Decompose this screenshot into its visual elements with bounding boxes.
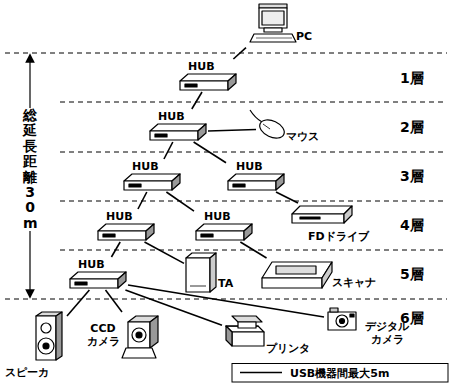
hub-icon	[228, 174, 284, 190]
usb-cable	[240, 242, 266, 258]
fd-drive-icon	[292, 206, 352, 223]
layer-label: 2層	[400, 119, 424, 137]
usb-cable	[194, 142, 226, 163]
usb-cable	[145, 242, 185, 263]
node-label: CCD カメラ	[86, 322, 120, 348]
total-length-label: 総延長距離30m	[23, 108, 37, 231]
usb-cable	[111, 242, 120, 257]
hub-icon	[98, 224, 154, 240]
node-label: HUB	[204, 210, 231, 223]
device-node: スキャナ	[260, 258, 380, 294]
hub-node: HUB	[96, 209, 156, 242]
usb-cable	[192, 92, 202, 109]
legend-label: USB機器間最大5m	[290, 366, 389, 381]
hub-node: HUB	[148, 109, 208, 142]
node-label: プリンタ	[266, 342, 310, 355]
hub-node: HUB	[194, 209, 254, 242]
layer-label: 6層	[400, 310, 424, 328]
speaker-icon	[36, 312, 62, 360]
node-label: スピーカ	[5, 366, 49, 379]
device-node: スピーカ	[3, 310, 67, 382]
usb-cable	[233, 48, 246, 59]
layer-label: 1層	[400, 70, 424, 88]
legend-line-sample	[240, 372, 282, 374]
node-label: HUB	[132, 160, 159, 173]
device-node: FDドライブ	[288, 203, 388, 247]
layer-divider	[5, 53, 447, 299]
usb-cable	[166, 192, 194, 211]
node-label: PC	[296, 30, 312, 43]
layer-label: 3層	[400, 168, 424, 186]
layer-label: 5層	[400, 266, 424, 284]
hub-node: HUB	[178, 59, 238, 92]
hub-icon	[180, 74, 236, 90]
pc-icon	[250, 4, 296, 42]
device-node: プリンタ	[222, 313, 320, 358]
device-node: マウス	[256, 116, 340, 150]
hub-icon	[124, 174, 180, 190]
hub-icon	[196, 224, 252, 240]
node-label: FDドライブ	[308, 230, 369, 243]
scanner-icon	[262, 262, 332, 288]
usb-cable	[125, 290, 222, 325]
usb-cable	[67, 290, 89, 316]
node-label: HUB	[158, 110, 185, 123]
legend-frame	[232, 364, 448, 383]
node-label: HUB	[106, 210, 133, 223]
node-label: TA	[218, 277, 233, 290]
node-label: HUB	[236, 160, 263, 173]
device-node: TA	[184, 251, 235, 294]
layer-label: 4層	[400, 217, 424, 235]
usb-cable	[164, 142, 173, 159]
node-label: スキャナ	[332, 276, 376, 289]
digital-camera-icon	[328, 308, 356, 330]
hub-node: HUB	[226, 159, 286, 192]
hub-icon	[70, 272, 126, 288]
device-node: PC	[246, 2, 318, 48]
usb-cable	[138, 192, 147, 209]
hub-node: HUB	[68, 257, 128, 290]
usb-cable	[208, 130, 256, 132]
hub-icon	[150, 124, 206, 140]
hub-node: HUB	[122, 159, 182, 192]
ccd-camera-icon	[122, 316, 158, 358]
node-label: HUB	[188, 60, 215, 73]
node-label: HUB	[78, 258, 105, 271]
mouse-icon	[250, 110, 287, 142]
usb-cable	[276, 192, 298, 203]
ta-icon	[186, 253, 216, 292]
usb-cable	[106, 290, 123, 312]
hub-icons	[70, 74, 284, 288]
device-node: CCD カメラ	[86, 312, 162, 362]
printer-icon	[226, 316, 264, 346]
node-label: マウス	[286, 130, 319, 143]
